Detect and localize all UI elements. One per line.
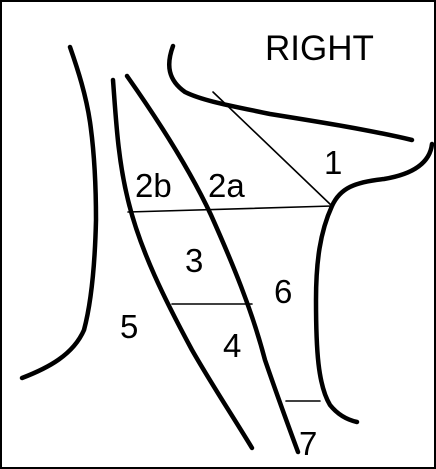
- sternocleidomastoid-curve: [124, 73, 301, 455]
- level-7-label: 7: [299, 425, 317, 462]
- jaw-curve: [166, 43, 415, 143]
- level-5-label: 5: [120, 308, 138, 345]
- level-1-2a-divider-line: [212, 91, 333, 207]
- trapezius-border-curve: [110, 77, 255, 451]
- level-4-label: 4: [223, 327, 241, 364]
- side-title: RIGHT: [265, 29, 374, 68]
- level-2-3-boundary-line: [127, 205, 333, 213]
- level-6-label: 6: [274, 273, 292, 310]
- level-2b-label: 2b: [135, 167, 172, 204]
- level-1-label: 1: [324, 144, 342, 181]
- level-3-label: 3: [185, 242, 203, 279]
- chin-curve: [313, 141, 435, 425]
- back-of-neck-curve: [19, 44, 99, 381]
- level-2a-label: 2a: [208, 167, 245, 204]
